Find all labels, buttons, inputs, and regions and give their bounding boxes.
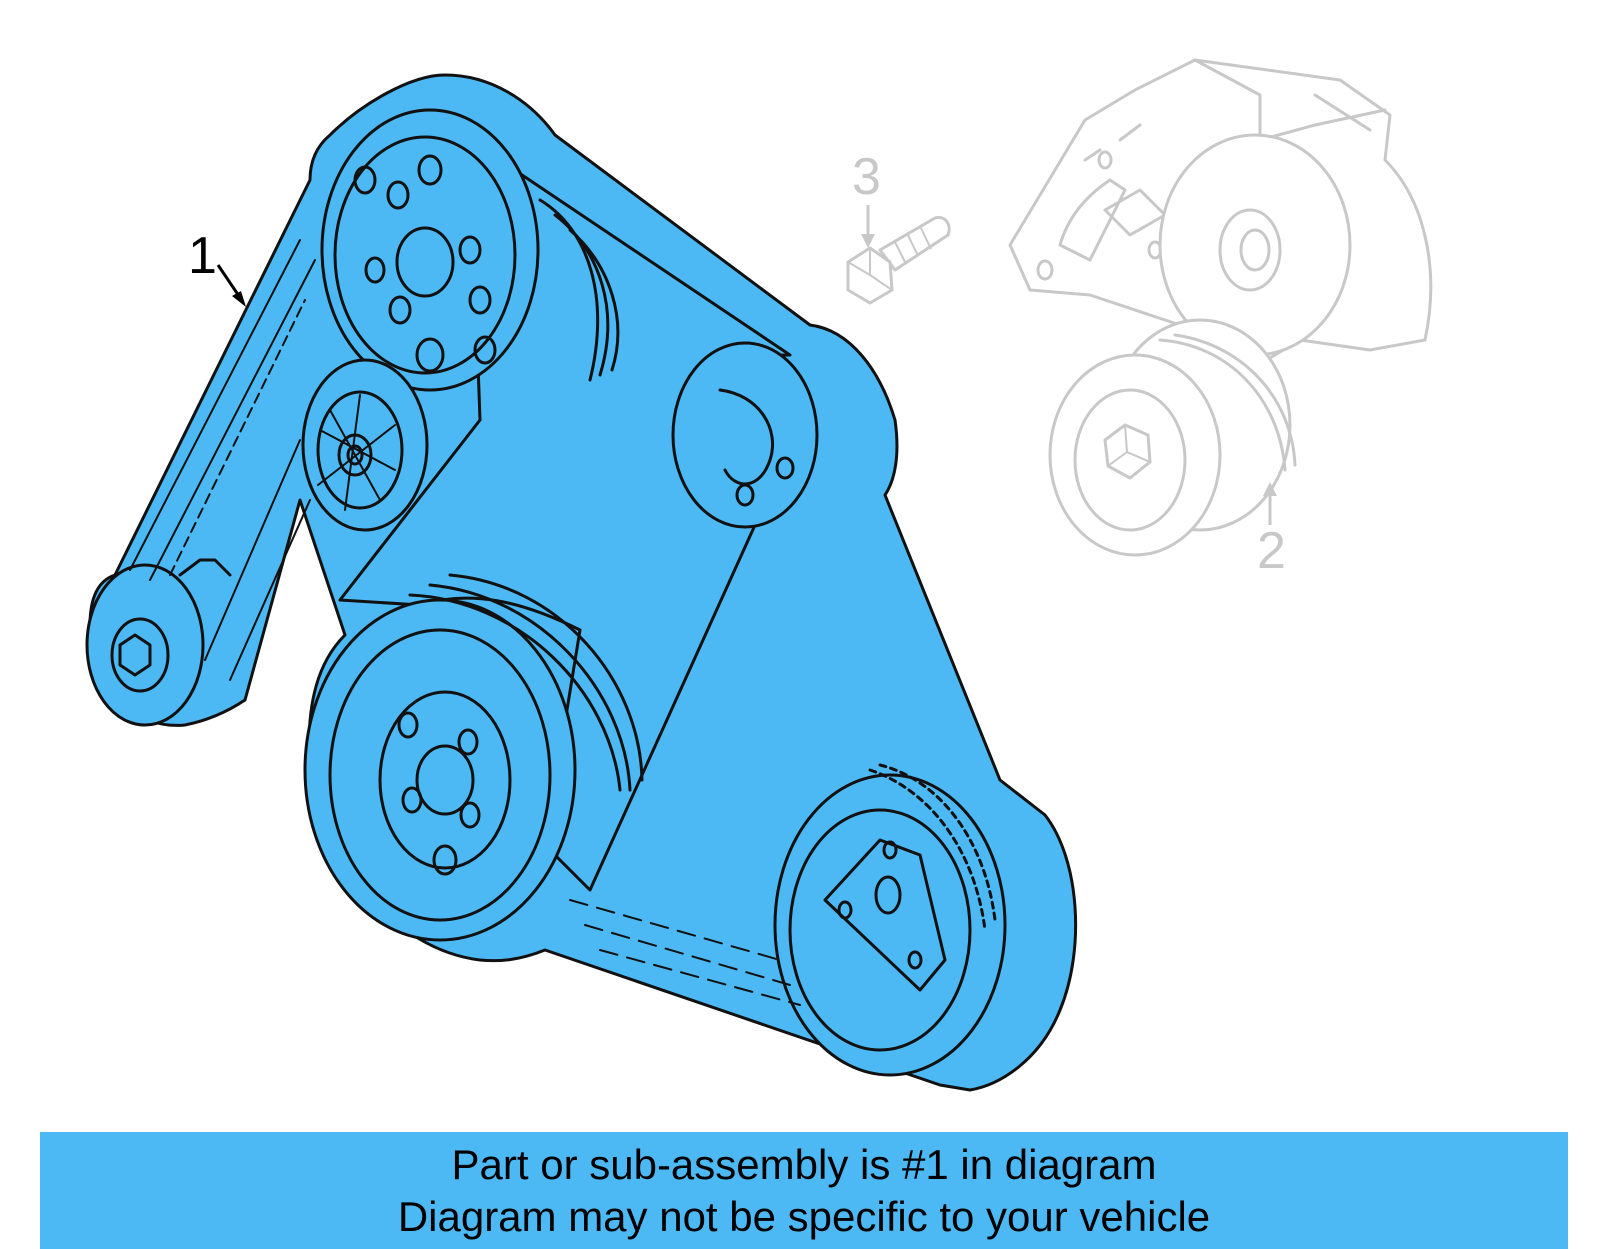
- banner-line-2: Diagram may not be specific to your vehi…: [397, 1192, 1211, 1240]
- part-3-bolt[interactable]: [846, 215, 951, 305]
- part-2-tensioner[interactable]: [1008, 58, 1433, 557]
- left-small-pulley: [85, 563, 205, 727]
- callout-3-number: 3: [852, 148, 881, 206]
- callout-1-arrowhead: [232, 291, 246, 307]
- disclaimer-banner: Part or sub-assembly is #1 in diagram Di…: [40, 1132, 1568, 1249]
- crank-pulley-rim: [303, 598, 577, 942]
- callout-3-arrowhead: [861, 234, 875, 248]
- bolt-shank: [878, 215, 951, 272]
- callout-2-arrowhead: [1263, 482, 1277, 496]
- callout-1[interactable]: 1: [188, 227, 246, 307]
- callout-3[interactable]: 3: [852, 148, 881, 248]
- part-1-drive-belt[interactable]: [85, 73, 1078, 1092]
- callout-2[interactable]: 2: [1257, 482, 1286, 580]
- callout-2-number: 2: [1257, 522, 1286, 580]
- right-idler-pulley: [671, 341, 819, 529]
- left-idler-pulley: [301, 358, 429, 532]
- callout-1-number: 1: [188, 227, 217, 285]
- banner-line-1: Part or sub-assembly is #1 in diagram: [451, 1140, 1157, 1188]
- top-pulley-hub: [395, 226, 455, 298]
